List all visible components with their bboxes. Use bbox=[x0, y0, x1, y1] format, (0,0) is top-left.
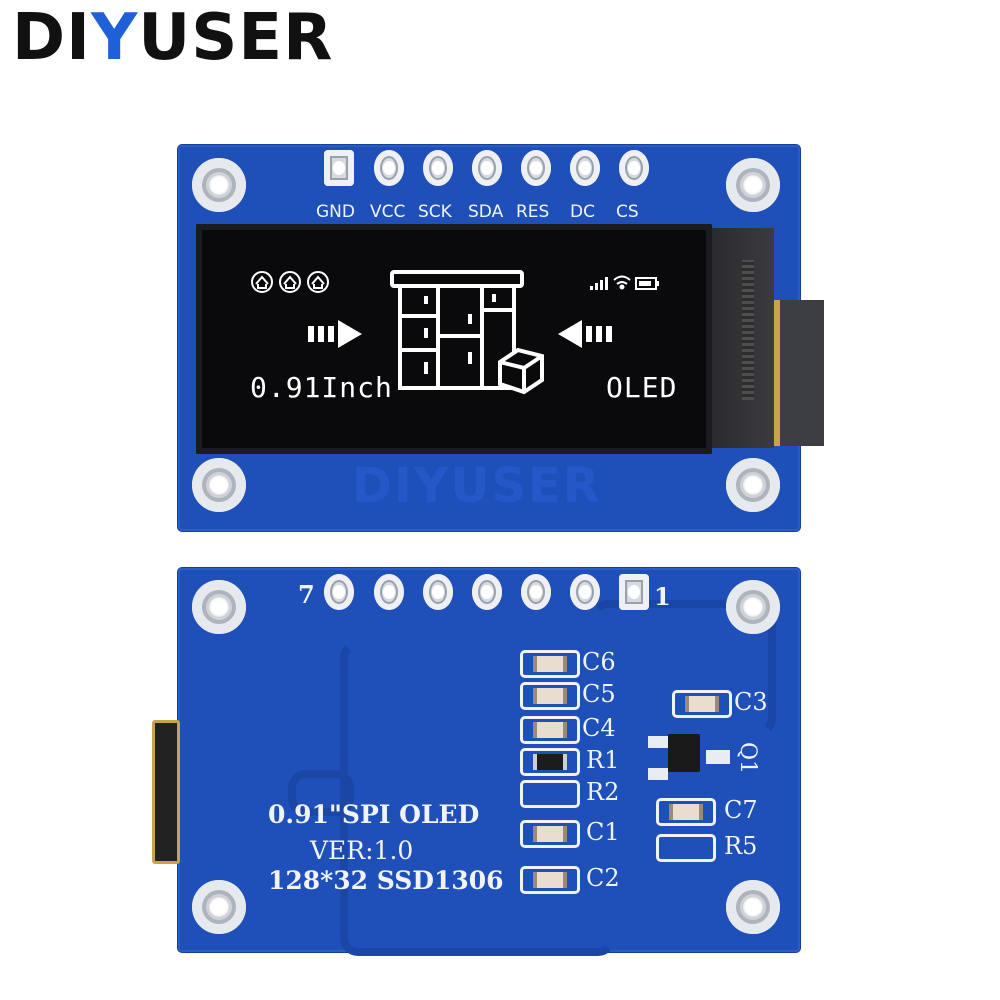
header-pad bbox=[521, 150, 551, 186]
label-r5: R5 bbox=[724, 832, 758, 860]
house-icon bbox=[251, 271, 329, 293]
mount-hole bbox=[192, 158, 246, 212]
pin-number-end: 1 bbox=[654, 582, 671, 611]
package-box-icon bbox=[498, 347, 544, 395]
capacitor-c2 bbox=[520, 866, 580, 894]
transistor-lead bbox=[706, 750, 730, 764]
capacitor-c5 bbox=[520, 682, 580, 710]
ribbon-marking bbox=[742, 260, 754, 400]
label-r2: R2 bbox=[586, 778, 620, 806]
pin-label-sda: SDA bbox=[468, 202, 504, 222]
pin-label-gnd: GND bbox=[316, 202, 355, 222]
pad-r5 bbox=[656, 834, 716, 862]
wifi-icon bbox=[613, 275, 631, 290]
label-c3: C3 bbox=[734, 688, 768, 716]
label-q1: Q1 bbox=[735, 742, 760, 775]
oled-type-text: OLED bbox=[606, 371, 678, 404]
header-pad bbox=[374, 150, 404, 186]
pin-number-start: 7 bbox=[298, 580, 315, 609]
header-pad bbox=[324, 574, 354, 610]
label-r1: R1 bbox=[586, 746, 620, 774]
header-pad bbox=[324, 150, 354, 186]
label-c2: C2 bbox=[586, 864, 620, 892]
mount-hole bbox=[192, 880, 246, 934]
locker-cabinet-icon bbox=[390, 270, 524, 390]
label-c4: C4 bbox=[582, 714, 616, 742]
capacitor-c6 bbox=[520, 650, 580, 678]
transistor-lead bbox=[648, 736, 668, 748]
mount-hole bbox=[726, 580, 780, 634]
pcb-trace bbox=[288, 770, 354, 816]
oled-screen bbox=[196, 224, 712, 454]
pin-label-dc: DC bbox=[570, 202, 595, 222]
side-header bbox=[152, 720, 180, 864]
arrow-right-icon bbox=[308, 320, 362, 348]
label-c5: C5 bbox=[582, 680, 616, 708]
header-pad bbox=[423, 150, 453, 186]
mount-hole bbox=[192, 580, 246, 634]
label-c1: C1 bbox=[586, 818, 620, 846]
header-pad bbox=[374, 574, 404, 610]
capacitor-c1 bbox=[520, 820, 580, 848]
pad-r2 bbox=[520, 780, 580, 808]
brand-suffix: USER bbox=[138, 1, 334, 75]
flex-ribbon bbox=[774, 300, 824, 446]
transistor-lead bbox=[648, 768, 668, 780]
brand-logo: DIYUSER bbox=[12, 6, 333, 70]
capacitor-c4 bbox=[520, 716, 580, 744]
resistor-r1 bbox=[520, 748, 580, 776]
mount-hole bbox=[726, 458, 780, 512]
transistor-q1 bbox=[668, 734, 700, 772]
header-pad bbox=[619, 574, 649, 610]
board-spec: 128*32 SSD1306 bbox=[268, 866, 504, 895]
label-c7: C7 bbox=[724, 796, 758, 824]
header-pad bbox=[423, 574, 453, 610]
arrow-left-icon bbox=[558, 320, 612, 348]
header-pad bbox=[619, 150, 649, 186]
header-pad bbox=[521, 574, 551, 610]
brand-prefix: DI bbox=[12, 1, 91, 75]
pin-label-sck: SCK bbox=[418, 202, 452, 222]
battery-icon bbox=[635, 277, 659, 290]
mount-hole bbox=[726, 880, 780, 934]
pin-label-cs: CS bbox=[616, 202, 639, 222]
pin-label-res: RES bbox=[516, 202, 550, 222]
mount-hole bbox=[726, 158, 780, 212]
label-c6: C6 bbox=[582, 648, 616, 676]
signal-icon bbox=[590, 277, 608, 290]
header-pad bbox=[472, 150, 502, 186]
brand-watermark: DIYUSER bbox=[352, 458, 602, 514]
capacitor-c7 bbox=[656, 798, 716, 826]
board-version: VER:1.0 bbox=[310, 836, 414, 865]
brand-accent: Y bbox=[90, 1, 139, 75]
header-pad bbox=[570, 574, 600, 610]
oled-graphics bbox=[251, 270, 659, 395]
pin-label-vcc: VCC bbox=[370, 202, 406, 222]
pcb-trace bbox=[590, 600, 776, 736]
mount-hole bbox=[192, 458, 246, 512]
oled-size-text: 0.91Inch bbox=[250, 371, 393, 404]
board-title: 0.91"SPI OLED bbox=[268, 800, 480, 829]
header-pad bbox=[472, 574, 502, 610]
capacitor-c3 bbox=[672, 690, 732, 718]
header-pad bbox=[570, 150, 600, 186]
